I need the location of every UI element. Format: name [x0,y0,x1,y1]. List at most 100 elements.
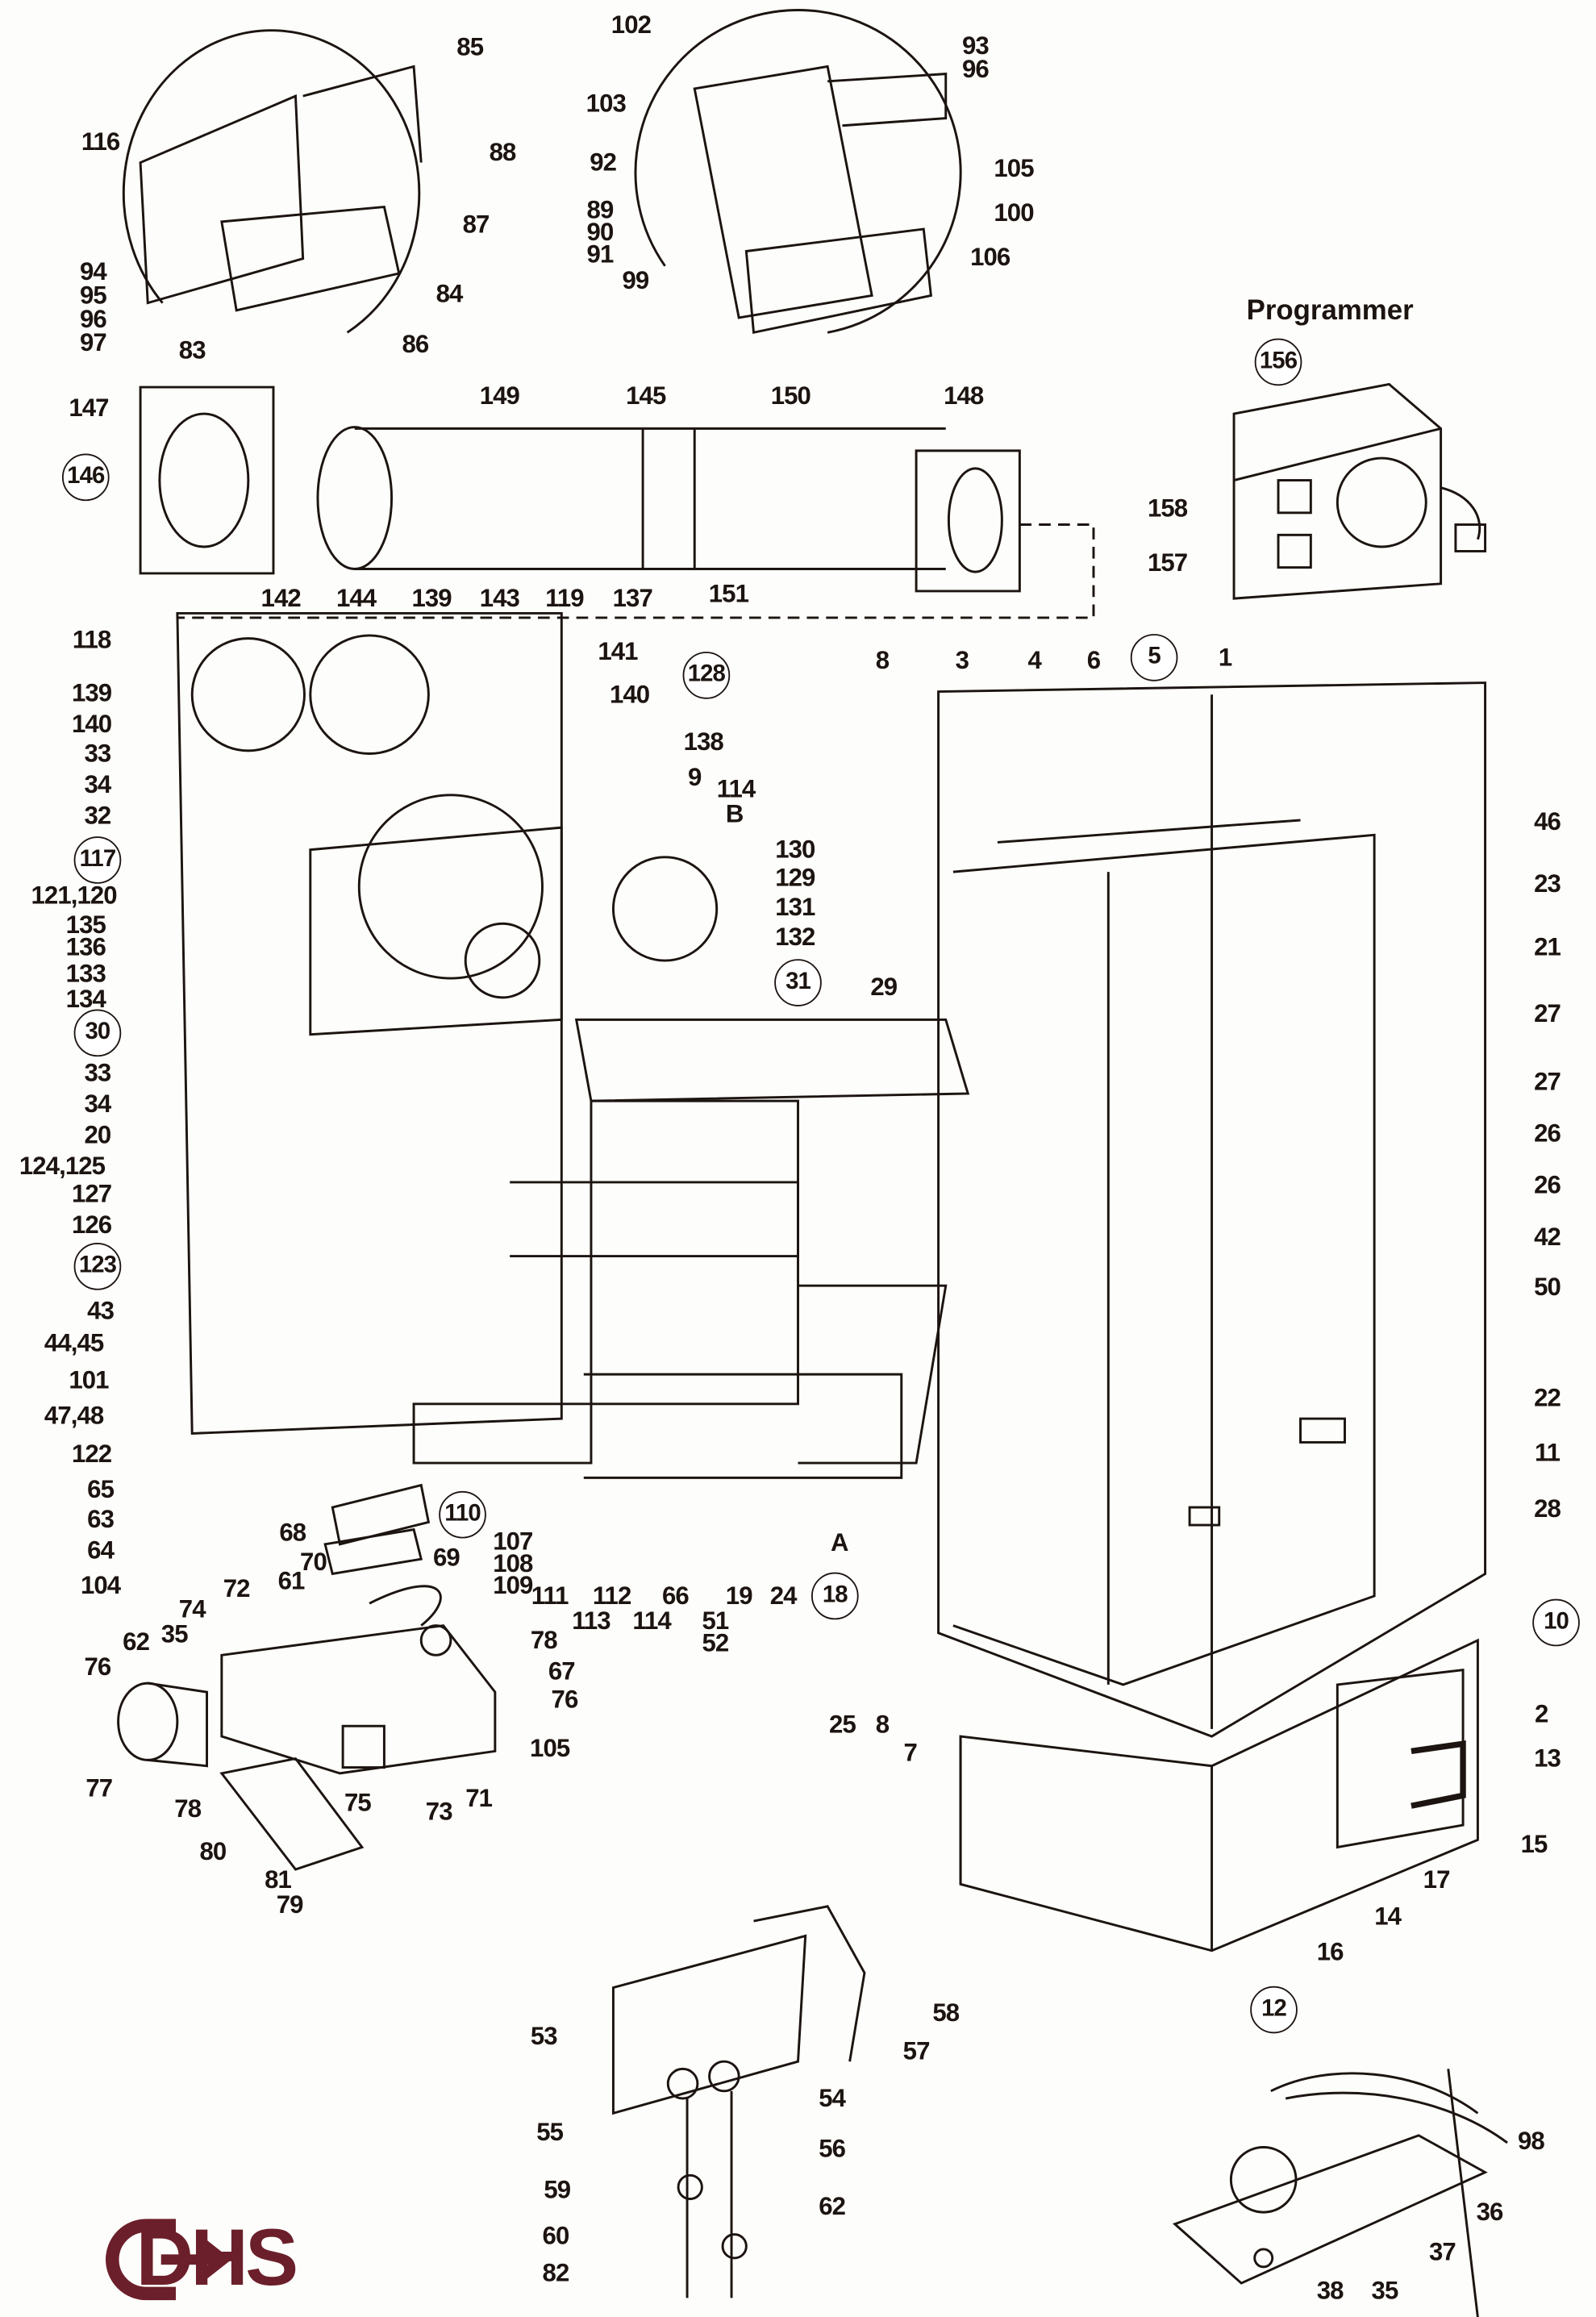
part-callout: 114 [632,1606,671,1636]
part-callout: 103 [585,89,627,118]
part-callout: 112 [592,1581,631,1611]
part-callout: 88 [489,138,517,167]
part-callout: 61 [277,1567,306,1596]
part-callout: 27 [1534,1067,1561,1096]
part-callout: 122 [71,1440,112,1469]
part-callout: 143 [479,584,520,613]
part-callout: 106 [970,243,1011,272]
part-callout: 100 [994,198,1034,227]
part-callout: 109 [493,1571,533,1600]
part-callout: 84 [435,280,464,309]
part-callout: 51 [702,1606,729,1636]
part-callout: 42 [1534,1223,1561,1252]
part-callout: 26 [1534,1119,1561,1148]
part-callout: 121,120 [31,881,118,910]
part-callout: 98 [1517,2127,1545,2156]
part-callout: 138 [683,727,724,756]
part-callout: 129 [775,864,815,892]
part-callout: 74 [178,1595,206,1623]
part-callout: 86 [402,330,429,359]
part-callout: 131 [775,893,815,922]
part-callout: 151 [708,580,749,609]
part-callout: 76 [551,1685,579,1714]
part-callout: 96 [961,55,990,84]
part-callout: 91 [586,240,615,269]
part-callout: 50 [1534,1273,1561,1302]
part-callout: 46 [1534,807,1561,836]
detail-view-connector [122,29,423,334]
part-callout: 118 [72,626,111,654]
part-callout: 56 [819,2134,846,2163]
part-callout: 133 [65,960,106,988]
part-callout-circled: 30 [73,1009,122,1057]
part-callout: 75 [344,1789,372,1817]
part-callout: 60 [542,2222,570,2250]
part-callout: 80 [199,1837,227,1866]
part-callout: 20 [84,1120,112,1149]
part-callout: 27 [1534,999,1561,1028]
part-callout: 47,48 [44,1402,104,1430]
part-callout-circled: 5 [1130,634,1178,681]
part-callout: 130 [775,836,815,865]
part-callout: 101 [69,1366,109,1394]
part-callout: B [725,800,744,829]
part-callout: 55 [536,2118,564,2147]
part-callout: 94 [80,257,107,286]
part-callout-circled: 31 [774,959,822,1006]
part-callout: 145 [626,381,666,410]
part-callout: 150 [770,381,811,410]
part-callout: 7 [903,1738,918,1767]
part-callout: 148 [944,381,984,410]
part-callout: 15 [1520,1830,1548,1859]
part-callout: 83 [178,335,206,365]
part-callout: 34 [84,1090,112,1119]
programmer-unit [1232,382,1487,600]
part-callout: 26 [1534,1171,1561,1199]
part-callout: 136 [65,933,106,961]
part-callout: 29 [870,973,898,1002]
part-callout: 17 [1423,1865,1451,1894]
part-callout: 19 [725,1581,753,1611]
part-callout: 140 [71,710,112,739]
part-callout: 11 [1534,1438,1561,1467]
electrode-detail [611,1905,866,2298]
part-callout: 108 [493,1549,533,1578]
dhs-logo-mark [106,2219,232,2301]
part-callout: 62 [123,1627,150,1656]
part-callout: 124,125 [19,1152,106,1181]
part-callout: 68 [279,1518,306,1547]
part-callout: 144 [335,584,377,613]
part-callout: 107 [493,1527,533,1556]
part-callout: 34 [84,770,112,799]
part-callout: 22 [1534,1384,1561,1412]
part-callout: 70 [300,1548,327,1577]
part-callout: 135 [65,911,106,940]
boiler-chassis [176,611,970,1479]
part-callout: 8 [875,646,890,675]
part-callout-circled: 146 [61,453,110,502]
part-callout: 141 [598,637,638,666]
part-callout: 2 [1534,1700,1548,1728]
part-callout: 4 [1027,646,1041,675]
part-callout-circled: 110 [439,1490,486,1539]
part-callout-circled: 12 [1250,1986,1298,2034]
part-callout: 114 [716,775,756,803]
part-callout: 13 [1534,1744,1561,1773]
part-callout-circled: 123 [73,1243,122,1290]
part-callout: 89 [586,195,615,224]
part-callout: 119 [545,584,584,613]
part-callout: 21 [1534,933,1561,961]
part-callout: 16 [1316,1938,1344,1967]
part-callout: 25 [829,1711,856,1739]
part-callout: 126 [71,1211,112,1240]
part-callout: 95 [80,281,107,310]
part-callout: 78 [174,1794,202,1823]
part-callout: 102 [610,10,652,40]
part-callout: 97 [80,328,107,357]
part-callout: 24 [769,1581,798,1611]
part-callout: 142 [260,584,302,613]
part-callout: 32 [84,802,112,830]
part-callout: 93 [961,31,990,60]
part-callout: 87 [462,210,490,239]
